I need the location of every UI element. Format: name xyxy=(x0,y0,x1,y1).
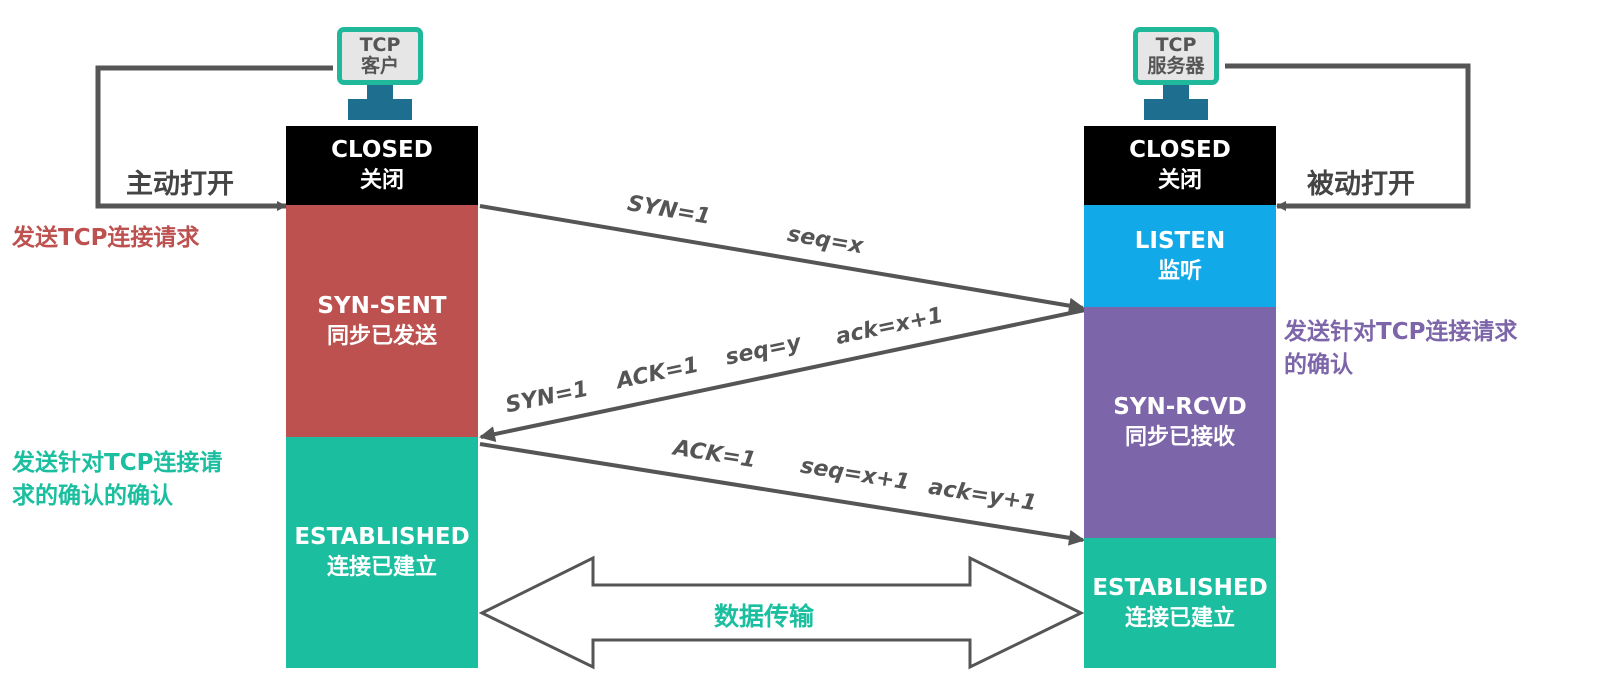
server-send-ack-line1: 发送针对TCP连接请求 xyxy=(1284,319,1518,345)
server-closed-en: CLOSED xyxy=(1129,137,1231,164)
server-send-ack-line2: 的确认 xyxy=(1284,351,1353,378)
data-transfer-label: 数据传输 xyxy=(714,602,815,631)
syn-ack-arrow xyxy=(479,308,1086,442)
client-monitor-base xyxy=(348,99,412,120)
server-title-line2: 服务器 xyxy=(1147,55,1205,77)
client-active-open-label: 主动打开 xyxy=(126,169,234,200)
server-passive-open-label: 被动打开 xyxy=(1307,169,1415,200)
client-syn-sent-zh: 同步已发送 xyxy=(326,323,437,349)
ack-arrow xyxy=(479,442,1085,546)
server-open-arrow xyxy=(1225,63,1471,211)
client-closed-zh: 关闭 xyxy=(359,168,404,194)
server-state-listen: LISTEN 监听 xyxy=(1084,205,1276,307)
client-computer-icon: TCP 客户 xyxy=(337,27,423,85)
client-monitor-neck xyxy=(367,85,393,99)
client-closed-en: CLOSED xyxy=(331,137,433,164)
server-monitor-neck xyxy=(1163,85,1189,99)
server-title-line1: TCP xyxy=(1155,33,1197,56)
server-listen-en: LISTEN xyxy=(1134,227,1226,254)
server-syn-rcvd-en: SYN-RCVD xyxy=(1113,394,1247,421)
client-send-request-note: 发送TCP连接请求 xyxy=(12,225,200,251)
data-transfer-arrow xyxy=(478,555,1085,670)
server-state-established: ESTABLISHED 连接已建立 xyxy=(1084,538,1276,668)
server-state-closed: CLOSED 关闭 xyxy=(1084,126,1276,205)
server-listen-zh: 监听 xyxy=(1157,258,1202,284)
client-state-syn-sent: SYN-SENT 同步已发送 xyxy=(286,205,478,437)
server-closed-zh: 关闭 xyxy=(1157,168,1202,194)
client-title-line1: TCP xyxy=(359,33,401,56)
client-open-arrow xyxy=(95,65,333,211)
server-established-zh: 连接已建立 xyxy=(1124,605,1235,631)
server-monitor-base xyxy=(1144,99,1208,120)
client-established-en: ESTABLISHED xyxy=(294,524,470,551)
client-state-closed: CLOSED 关闭 xyxy=(286,126,478,205)
syn-arrow xyxy=(479,204,1085,314)
client-state-established: ESTABLISHED 连接已建立 xyxy=(286,437,478,668)
client-syn-sent-en: SYN-SENT xyxy=(317,292,447,319)
server-send-ack-note: 发送针对TCP连接请求 的确认 xyxy=(1284,316,1517,381)
client-established-zh: 连接已建立 xyxy=(326,555,437,581)
client-send-ack-line2: 求的确认的确认 xyxy=(12,482,173,509)
client-send-ack-note: 发送针对TCP连接请 求的确认的确认 xyxy=(12,447,222,512)
client-title-line2: 客户 xyxy=(360,55,399,77)
server-established-en: ESTABLISHED xyxy=(1092,574,1268,601)
server-state-syn-rcvd: SYN-RCVD 同步已接收 xyxy=(1084,307,1276,538)
server-computer-icon: TCP 服务器 xyxy=(1133,27,1219,85)
server-syn-rcvd-zh: 同步已接收 xyxy=(1124,425,1235,451)
client-send-ack-line1: 发送针对TCP连接请 xyxy=(12,450,223,476)
